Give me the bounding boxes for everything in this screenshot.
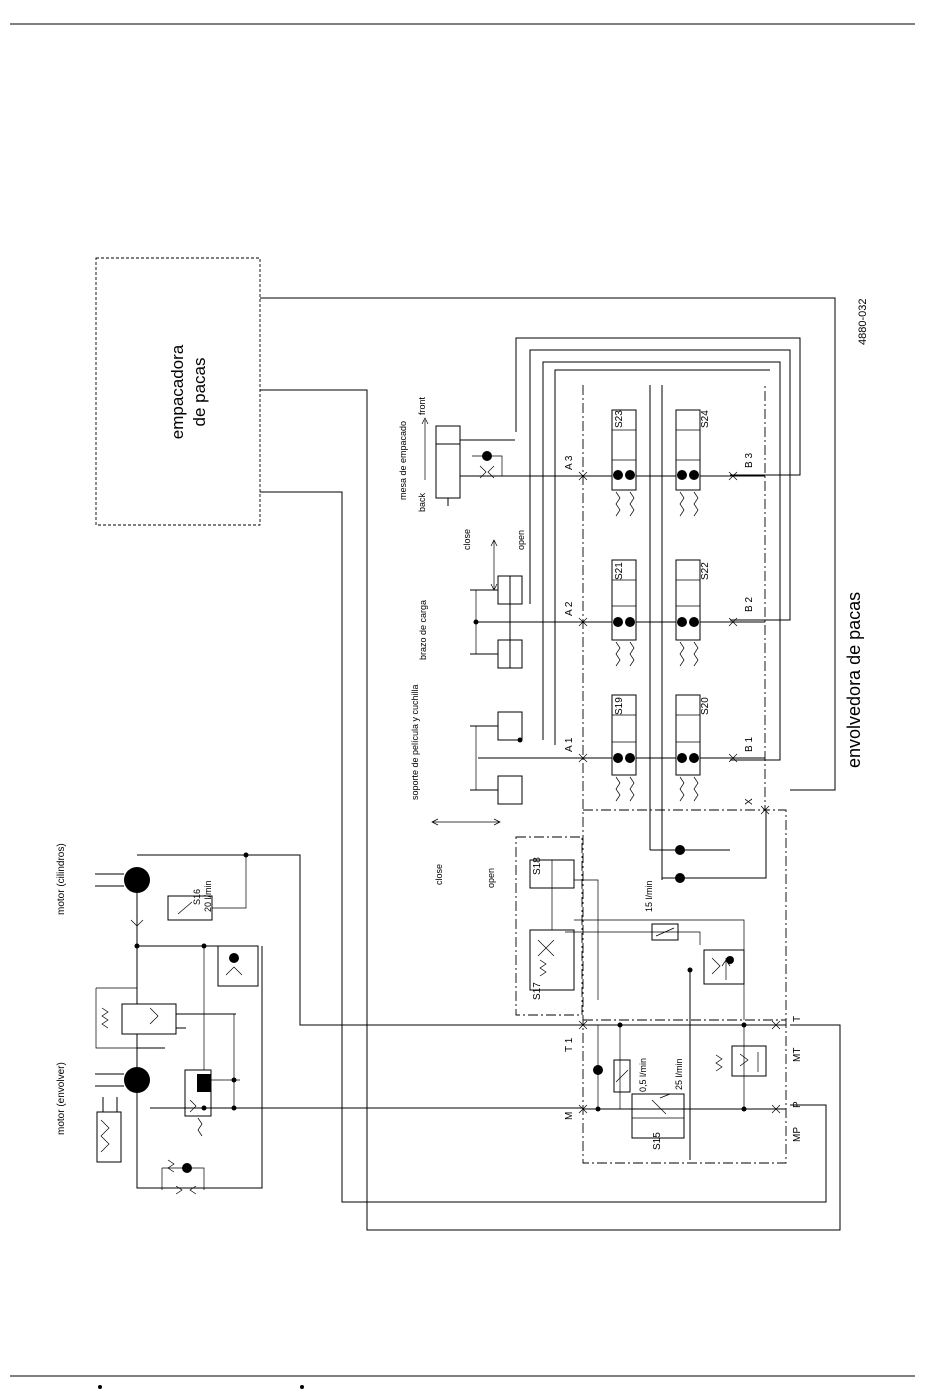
svg-text:motor (cilindros): motor (cilindros) — [56, 843, 67, 915]
accumulator-valve — [218, 946, 258, 986]
svg-text:front: front — [417, 396, 427, 415]
svg-text:de pacas: de pacas — [190, 358, 209, 427]
valve-s20: S20 — [676, 695, 711, 801]
svg-text:back: back — [417, 492, 427, 512]
svg-text:T: T — [792, 1016, 803, 1022]
pressure-relief — [704, 950, 744, 984]
svg-text:20 l/min: 20 l/min — [203, 880, 213, 912]
svg-text:MP: MP — [792, 1127, 803, 1142]
valve-s24: S24 — [676, 410, 711, 516]
svg-text:S17: S17 — [532, 982, 543, 1000]
valve-s19: S19 — [612, 695, 636, 801]
svg-text:15 l/min: 15 l/min — [644, 880, 654, 912]
svg-text:X: X — [744, 798, 755, 805]
svg-text:A 3: A 3 — [564, 455, 575, 470]
flow-control-05: 0,5 l/min — [614, 1058, 648, 1092]
arm-cylinders: brazo de carga close open — [418, 529, 526, 668]
svg-text:T 1: T 1 — [564, 1037, 575, 1052]
svg-text:A 1: A 1 — [564, 737, 575, 752]
baler-label: empacadora de pacas — [168, 344, 209, 439]
footer-bullet — [300, 1385, 304, 1389]
svg-text:MT: MT — [792, 1048, 803, 1062]
svg-text:B 2: B 2 — [744, 597, 755, 612]
wrapper-actuator — [97, 1097, 121, 1162]
valve-s23: S23 — [612, 410, 636, 516]
svg-text:S18: S18 — [532, 857, 543, 875]
svg-text:S19: S19 — [614, 697, 625, 715]
port-labels: A 3 B 3 A 2 B 2 A 1 B 1 X T 1 M MT T P M… — [564, 453, 803, 1142]
svg-text:S20: S20 — [700, 697, 711, 715]
svg-text:S16: S16 — [192, 889, 202, 905]
svg-text:close: close — [434, 864, 444, 885]
table-cylinder: mesa de empacado back front — [398, 396, 515, 512]
svg-text:S24: S24 — [700, 410, 711, 428]
footer-bullet — [98, 1385, 102, 1389]
baler-line-1 — [260, 298, 835, 790]
svg-text:S21: S21 — [614, 562, 625, 580]
svg-text:open: open — [516, 530, 526, 550]
svg-text:A 2: A 2 — [564, 601, 575, 616]
solenoid-valve-left — [185, 1070, 211, 1136]
svg-text:S15: S15 — [652, 1132, 663, 1150]
check-valve-left — [162, 1160, 204, 1194]
valve-s17-s18: S18 S17 — [530, 857, 574, 1000]
svg-text:empacadora: empacadora — [168, 344, 187, 439]
valve-s22: S22 — [676, 560, 711, 666]
svg-text:close: close — [462, 529, 472, 550]
svg-text:S23: S23 — [614, 410, 625, 428]
svg-text:mesa de empacado: mesa de empacado — [398, 421, 408, 500]
svg-text:S22: S22 — [700, 562, 711, 580]
svg-text:P: P — [792, 1101, 803, 1108]
svg-text:0,5 l/min: 0,5 l/min — [638, 1058, 648, 1092]
film-cylinders: soporte de película y cuchilla close ope… — [410, 684, 523, 888]
svg-text:soporte de película y cuchilla: soporte de película y cuchilla — [410, 684, 420, 800]
valve-s16: S16 20 l/min — [168, 880, 213, 920]
diagram-code: 4880-032 — [857, 299, 869, 346]
svg-text:M: M — [564, 1112, 575, 1120]
valve-s21: S21 — [612, 560, 636, 666]
motor-rollers: motor (cilindros) — [56, 843, 150, 926]
relief-valve-mt — [716, 1046, 766, 1076]
svg-text:motor (envolver): motor (envolver) — [56, 1062, 67, 1135]
line-a2-top — [530, 350, 790, 620]
wrapper-label: envolvedora de pacas — [844, 592, 864, 768]
svg-text:brazo de carga: brazo de carga — [418, 600, 428, 660]
svg-text:B 1: B 1 — [744, 737, 755, 752]
flow-control-15: 15 l/min — [644, 880, 678, 940]
relief-valve-left — [102, 1004, 176, 1034]
svg-text:25 l/min: 25 l/min — [674, 1058, 684, 1090]
svg-text:open: open — [486, 868, 496, 888]
line-a3-top — [516, 338, 800, 475]
svg-text:B 3: B 3 — [744, 453, 755, 468]
